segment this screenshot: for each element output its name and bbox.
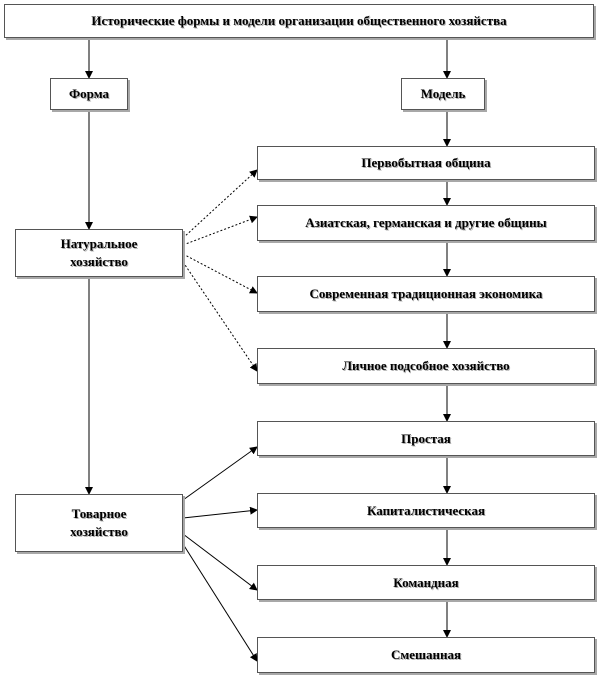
dotted-natural-to-m4 xyxy=(182,261,258,372)
model-personal-subsidiary-farm: Личное подсобное хозяйство xyxy=(257,348,595,384)
model-primitive-community: Первобытная община xyxy=(257,146,595,180)
link-commodity-to-m6 xyxy=(182,506,258,519)
header-model: Модель xyxy=(401,78,485,110)
model-simple: Простая xyxy=(257,421,595,456)
model-modern-traditional-economy: Современная традиционная экономика xyxy=(257,276,595,312)
link-commodity-to-m7 xyxy=(182,533,258,591)
link-commodity-to-m8 xyxy=(182,543,258,662)
dotted-natural-to-m2 xyxy=(182,215,258,246)
dotted-natural-to-m3 xyxy=(182,253,258,294)
form-natural: Натуральное хозяйство xyxy=(15,229,183,277)
model-capitalist: Капиталистическая xyxy=(257,493,595,528)
model-mixed: Смешанная xyxy=(257,637,595,673)
model-command: Командная xyxy=(257,565,595,600)
model-asiatic-germanic-communities: Азиатская, германская и другие общины xyxy=(257,205,595,241)
link-commodity-to-m5 xyxy=(182,446,258,501)
form-commodity: Товарное хозяйство xyxy=(15,494,183,552)
header-forma: Форма xyxy=(50,78,128,110)
dotted-natural-to-m1 xyxy=(182,169,258,239)
diagram-title: Исторические формы и модели организации … xyxy=(4,4,594,38)
